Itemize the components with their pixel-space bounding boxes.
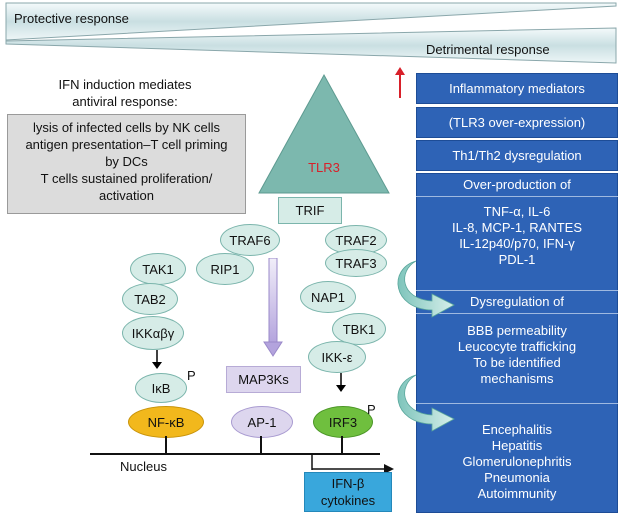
overproduction-panel — [416, 173, 618, 513]
map3k-label: MAP3Ks — [238, 372, 289, 387]
ikb-arrow-icon — [152, 350, 162, 369]
tlr3-triangle — [258, 73, 390, 194]
overproduction-item: IL-12p40/p70, IFN-γ — [459, 236, 575, 251]
ikb-label: IκB — [151, 380, 171, 396]
inflammatory-mediators-label: Inflammatory mediators — [449, 81, 585, 96]
tak1-label: TAK1 — [142, 261, 174, 277]
disease-item: Glomerulonephritis — [462, 454, 572, 469]
disease-list: Encephalitis Hepatitis Glomerulonephriti… — [416, 422, 618, 502]
dysregulation-item: Leucocyte trafficking — [457, 339, 577, 354]
disease-item: Hepatitis — [491, 438, 543, 453]
nfkb-node: NF-κB — [128, 406, 204, 438]
antiviral-item: antigen presentation–T cell priming — [25, 137, 228, 152]
ikb-phospho-label: P — [187, 368, 196, 383]
rip1-label: RIP1 — [210, 261, 240, 277]
dysregulation-title: Dysregulation of — [470, 294, 564, 309]
nucleus-label: Nucleus — [120, 459, 167, 474]
tbk1-node: TBK1 — [332, 313, 386, 345]
dysregulation-item: BBB permeability — [467, 323, 567, 338]
dysregulation-divider-top — [416, 290, 618, 291]
trif-box: TRIF — [278, 197, 342, 224]
irf3-arrow-icon — [336, 373, 346, 392]
map3k-arrow-icon — [263, 258, 283, 357]
ap1-node: AP-1 — [231, 406, 293, 438]
traf3-label: TRAF3 — [335, 255, 377, 271]
tak1-node: TAK1 — [130, 253, 186, 285]
disease-item: Encephalitis — [481, 422, 553, 437]
ikkabg-node: IKKαβγ — [122, 316, 184, 350]
ikb-node: IκB — [135, 373, 187, 403]
tab2-node: TAB2 — [122, 283, 178, 315]
response-wedges — [5, 2, 617, 64]
overproduction-divider — [416, 196, 618, 197]
irf3-phospho-label: P — [367, 402, 376, 417]
tlr3-overexpression-label: (TLR3 over-expression) — [448, 115, 586, 130]
ifnb-line-1: IFN-β — [331, 476, 365, 491]
ikke-node: IKK-ε — [308, 341, 366, 373]
ifnb-line-2: cytokines — [320, 493, 376, 508]
irf3-label: IRF3 — [328, 414, 358, 430]
trif-label: TRIF — [295, 203, 325, 218]
dysregulation-divider — [416, 313, 618, 314]
detrimental-wedge — [5, 27, 617, 64]
nfkb-label: NF-κB — [147, 414, 185, 430]
ikkabg-label: IKKαβγ — [131, 325, 175, 341]
ifn-induction-text: IFN induction mediates antiviral respons… — [20, 76, 230, 110]
antiviral-item: by DCs — [105, 154, 148, 169]
irf3-node: IRF3 — [313, 406, 373, 438]
antiviral-item: T cells sustained proliferation/ — [40, 171, 213, 186]
nucleus-dna-line — [90, 436, 394, 474]
overproduction-item: TNF-α, IL-6 — [483, 204, 551, 219]
antiviral-response-box: lysis of infected cells by NK cells anti… — [7, 114, 246, 214]
overproduction-title: Over-production of — [463, 177, 571, 192]
tlr3-overexpression-box: (TLR3 over-expression) — [416, 107, 618, 138]
map3k-box: MAP3Ks — [226, 366, 301, 393]
overproduction-item: PDL-1 — [498, 252, 536, 267]
antiviral-item: lysis of infected cells by NK cells — [32, 120, 221, 135]
th-dysregulation-box: Th1/Th2 dysregulation — [416, 140, 618, 171]
tbk1-label: TBK1 — [342, 321, 376, 337]
traf3-node: TRAF3 — [325, 249, 387, 277]
traf6-label: TRAF6 — [229, 232, 271, 248]
dysregulation-list: BBB permeability Leucocyte trafficking T… — [416, 323, 618, 387]
overproduction-list: TNF-α, IL-6 IL-8, MCP-1, RANTES IL-12p40… — [416, 204, 618, 268]
disease-item: Autoimmunity — [477, 486, 557, 501]
curved-arrow-1-icon — [397, 260, 455, 318]
increase-arrow-icon — [395, 67, 405, 98]
protective-wedge — [5, 2, 617, 41]
tab2-label: TAB2 — [134, 291, 166, 307]
protective-response-label: Protective response — [14, 11, 129, 26]
ifn-induction-line-1: IFN induction mediates — [58, 77, 192, 92]
nap1-node: NAP1 — [300, 281, 356, 313]
ap1-label: AP-1 — [247, 414, 277, 430]
detrimental-response-label: Detrimental response — [426, 42, 550, 57]
disease-divider — [416, 403, 618, 404]
th-dysregulation-label: Th1/Th2 dysregulation — [452, 148, 582, 163]
antiviral-item: activation — [99, 188, 154, 203]
nap1-label: NAP1 — [311, 289, 345, 305]
tlr3-label: TLR3 — [308, 160, 340, 175]
ifn-induction-line-2: antiviral response: — [72, 94, 178, 109]
traf2-label: TRAF2 — [335, 232, 377, 248]
ikke-label: IKK-ε — [321, 349, 353, 365]
disease-item: Pneumonia — [484, 470, 550, 485]
overproduction-item: IL-8, MCP-1, RANTES — [451, 220, 583, 235]
ifnb-box: IFN-β cytokines — [304, 472, 392, 512]
traf6-node: TRAF6 — [220, 224, 280, 256]
curved-arrows — [397, 260, 455, 432]
rip1-node: RIP1 — [196, 253, 254, 285]
curved-arrow-2-icon — [397, 374, 455, 432]
dysregulation-item: To be identified — [473, 355, 561, 370]
inflammatory-mediators-box: Inflammatory mediators — [416, 73, 618, 104]
dysregulation-item: mechanisms — [480, 371, 554, 386]
